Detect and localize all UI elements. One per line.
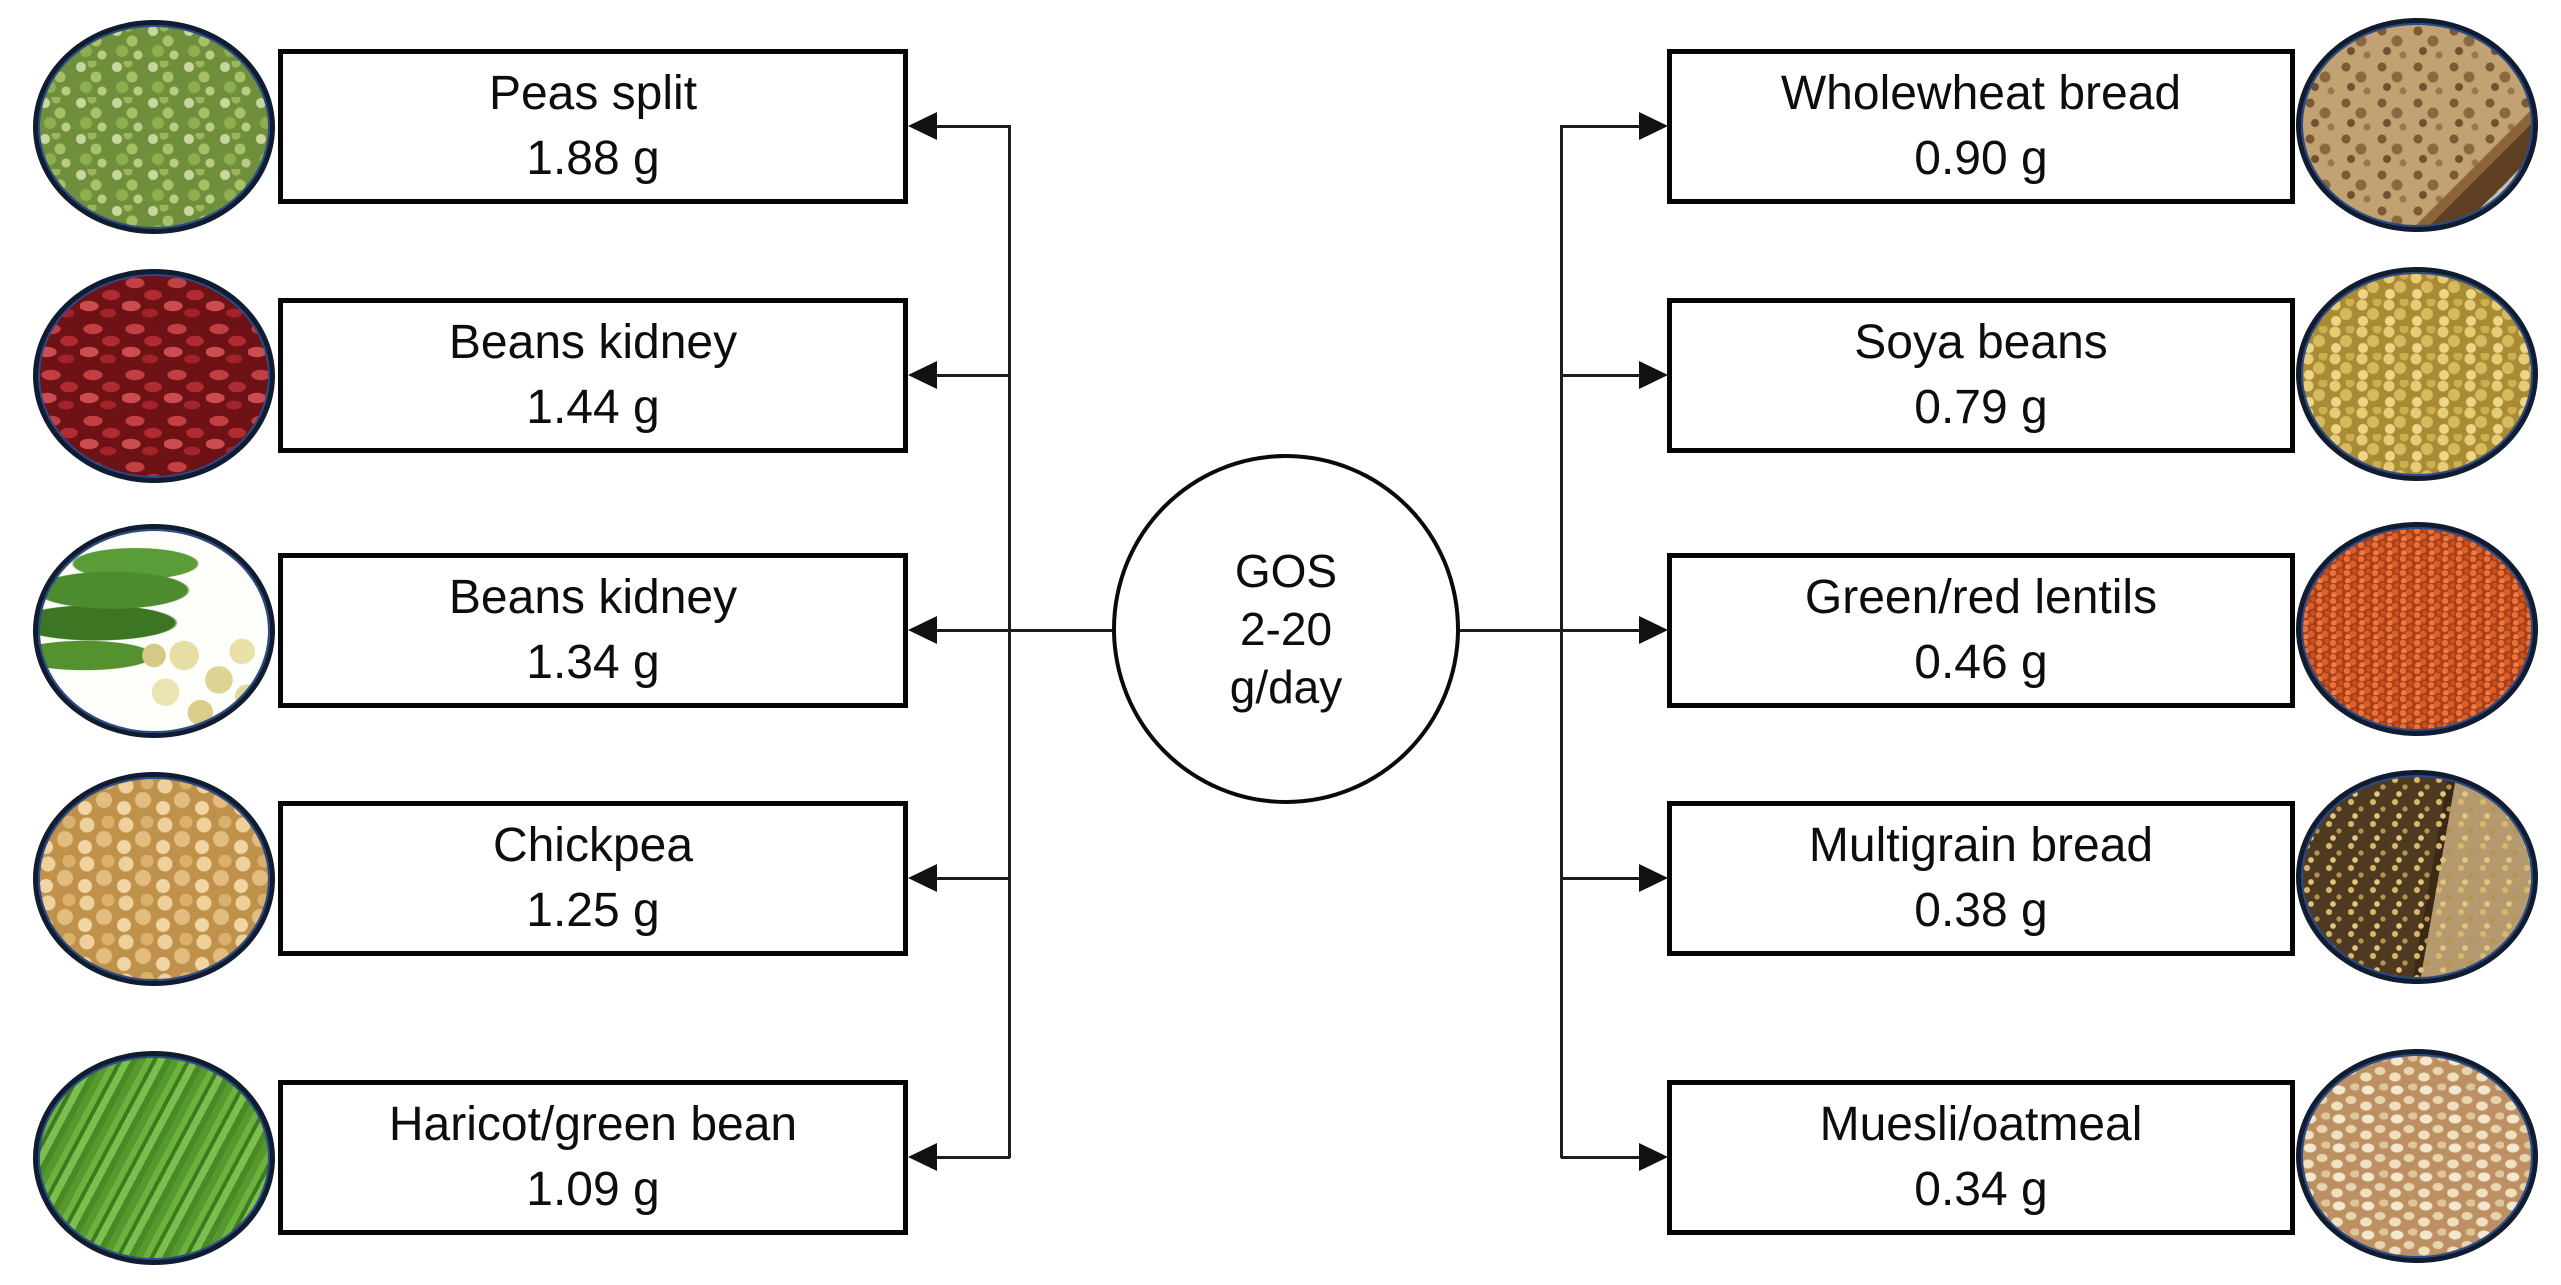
left-trunk-line <box>1008 125 1011 1158</box>
food-amount: 0.79 g <box>1914 381 2048 434</box>
arrow-right-icon <box>1639 112 1668 140</box>
food-label-box: Peas split 1.88 g <box>278 49 908 204</box>
food-label-box: Muesli/oatmeal 0.34 g <box>1667 1080 2295 1235</box>
food-label-box: Multigrain bread 0.38 g <box>1667 801 2295 956</box>
food-amount: 0.34 g <box>1914 1163 2048 1216</box>
branch-line <box>934 374 1010 377</box>
food-name: Chickpea <box>492 819 694 872</box>
gos-node-line: g/day <box>1229 661 1343 713</box>
food-name: Peas split <box>488 67 698 120</box>
arrow-left-icon <box>908 112 937 140</box>
food-amount: 1.09 g <box>526 1163 660 1216</box>
branch-line <box>1561 125 1641 128</box>
food-name: Beans kidney <box>448 571 738 624</box>
center-to-right-line <box>1458 629 1641 632</box>
green-beans-image <box>33 1051 275 1265</box>
branch-line <box>934 877 1010 880</box>
food-amount: 0.90 g <box>1914 132 2048 185</box>
food-amount: 1.25 g <box>526 884 660 937</box>
arrow-left-icon <box>908 361 937 389</box>
red-lentils-image <box>2296 522 2538 736</box>
right-trunk-line <box>1560 125 1563 1158</box>
arrow-right-icon <box>1639 1143 1668 1171</box>
food-name: Soya beans <box>1854 316 2108 369</box>
arrow-left-icon <box>908 1143 937 1171</box>
branch-line <box>1561 877 1641 880</box>
soya-beans-image <box>2296 267 2538 481</box>
wholewheat-bread-image <box>2296 18 2538 232</box>
split-peas-image <box>33 20 275 234</box>
food-name: Haricot/green bean <box>388 1098 798 1151</box>
arrow-right-icon <box>1639 864 1668 892</box>
branch-line <box>1561 1156 1641 1159</box>
food-label-box: Haricot/green bean 1.09 g <box>278 1080 908 1235</box>
food-amount: 1.88 g <box>526 132 660 185</box>
gos-node-line: GOS <box>1234 545 1338 597</box>
food-name: Multigrain bread <box>1808 819 2154 872</box>
center-to-left-line <box>934 629 1112 632</box>
branch-line <box>1561 374 1641 377</box>
arrow-right-icon <box>1639 616 1668 644</box>
food-amount: 1.34 g <box>526 636 660 689</box>
gos-center-node: GOS 2-20 g/day <box>1112 454 1460 804</box>
food-label-box: Green/red lentils 0.46 g <box>1667 553 2295 708</box>
food-label-box: Chickpea 1.25 g <box>278 801 908 956</box>
food-label-box: Beans kidney 1.34 g <box>278 553 908 708</box>
red-kidney-beans-image <box>33 269 275 483</box>
arrow-left-icon <box>908 864 937 892</box>
branch-line <box>934 1156 1010 1159</box>
food-amount: 1.44 g <box>526 381 660 434</box>
food-amount: 0.38 g <box>1914 884 2048 937</box>
food-label-box: Wholewheat bread 0.90 g <box>1667 49 2295 204</box>
flat-green-beans-pods-image <box>33 524 275 738</box>
rolled-oats-image <box>2296 1049 2538 1263</box>
food-amount: 0.46 g <box>1914 636 2048 689</box>
food-label-box: Beans kidney 1.44 g <box>278 298 908 453</box>
food-name: Beans kidney <box>448 316 738 369</box>
gos-node-line: 2-20 <box>1239 603 1333 655</box>
food-name: Muesli/oatmeal <box>1819 1098 2143 1151</box>
chickpeas-image <box>33 772 275 986</box>
food-label-box: Soya beans 0.79 g <box>1667 298 2295 453</box>
food-name: Wholewheat bread <box>1780 67 2182 120</box>
food-name: Green/red lentils <box>1804 571 2158 624</box>
arrow-right-icon <box>1639 361 1668 389</box>
arrow-left-icon <box>908 616 937 644</box>
branch-line <box>934 125 1010 128</box>
multigrain-bread-image <box>2296 770 2538 984</box>
